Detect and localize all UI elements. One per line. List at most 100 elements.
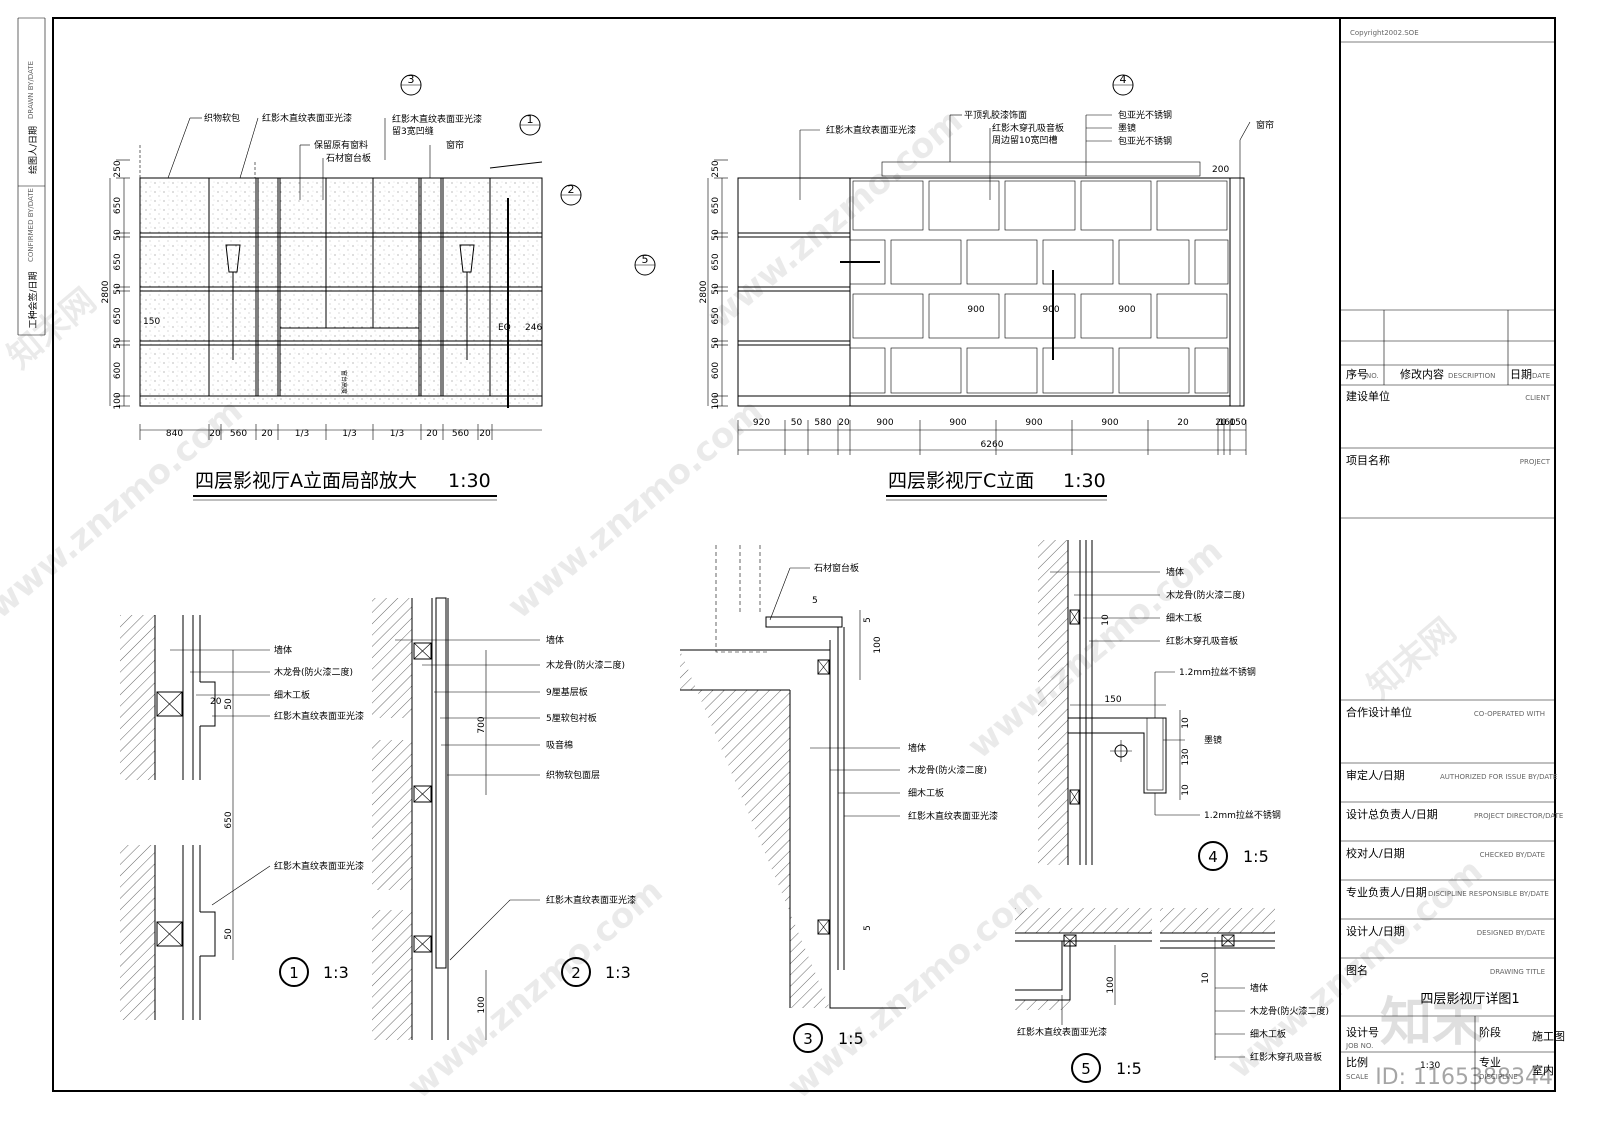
d3-label-finish: 红影木直纹表面亚光漆 [908, 810, 998, 822]
a-height-4: 50 [113, 283, 123, 295]
discipline-label: 专业 [1479, 1055, 1501, 1069]
rev-date: 日期 [1510, 368, 1532, 381]
d3-dim-5c: 5 [863, 925, 873, 931]
watermark-brand-1: 知末网 [0, 281, 104, 377]
callout-3: 3 [408, 73, 415, 86]
d3-label-wall: 墙体 [908, 742, 926, 754]
dim-246: 246 [525, 323, 542, 333]
perforated-panel [1042, 239, 1114, 285]
d2-label-finish: 红影木直纹表面亚光漆 [546, 894, 636, 906]
watermark-url-3: www.znzmo.com [700, 101, 970, 337]
phase-value: 施工图 [1532, 1030, 1565, 1043]
a-width-8: 560 [452, 429, 469, 439]
c-width-1: 50 [791, 418, 803, 428]
c-panel-dim-2: 900 [1042, 305, 1059, 315]
a-width-9: 20 [479, 429, 491, 439]
scale-value: 1:30 [1420, 1061, 1440, 1071]
a-height-3: 650 [113, 253, 123, 270]
c-width-4: 900 [876, 418, 893, 428]
d5-dim-10: 10 [1201, 972, 1211, 984]
authorized-en: AUTHORIZED FOR ISSUE BY/DATE [1440, 773, 1557, 781]
watermark-url-2: www.znzmo.com [500, 391, 770, 627]
label-keep-window: 保留原有窗料 [314, 139, 368, 151]
d1-scale: 1:3 [323, 963, 349, 982]
detail-1: 20 50 650 50 墙体 木龙骨(防火漆二度) 细木工板 红影木直纹表面亚… [120, 615, 364, 1020]
client-en: CLIENT [1525, 394, 1551, 402]
job-no-label: 设计号 [1346, 1026, 1379, 1039]
watermark-id: ID: 1165388344 [1375, 1065, 1553, 1090]
d1-dim-50: 50 [224, 698, 234, 710]
rev-date-en: DATE [1532, 372, 1550, 380]
d2-num: 2 [571, 964, 581, 982]
c-dim-200: 200 [1212, 165, 1229, 175]
perforated-panel [1080, 293, 1152, 339]
drawn-by-cn: 绘图人/日期 [27, 126, 39, 174]
perforated-panel [1156, 293, 1228, 339]
c-callout-4: 4 [1120, 73, 1127, 86]
c-height-8: 100 [711, 392, 721, 409]
c-total-width: 6260 [981, 440, 1004, 450]
d4-label-perforated: 红影木穿孔吸音板 [1166, 635, 1238, 647]
a-height-6: 50 [113, 337, 123, 349]
d2-label-wall: 墙体 [546, 634, 564, 646]
a-height-0: 250 [113, 160, 123, 177]
d4-dim-130: 130 [1181, 748, 1191, 765]
d1-dim-50b: 50 [224, 928, 234, 940]
perforated-panel [1004, 180, 1076, 231]
c-height-3: 650 [711, 253, 721, 270]
d1-label-board: 细木工板 [274, 689, 310, 701]
confirmed-cn: 工种会签/日期 [27, 271, 39, 328]
label-curtain: 窗帘 [446, 139, 464, 151]
c-width-3: 20 [838, 418, 850, 428]
project-label: 项目名称 [1346, 453, 1390, 467]
watermark-url-5: www.znzmo.com [400, 871, 670, 1107]
d3-label-board: 细木工板 [908, 787, 944, 799]
d3-scale: 1:5 [838, 1029, 864, 1048]
perforated-panel [966, 239, 1038, 285]
drawing-title: 四层影视厅详图1 [1420, 992, 1519, 1007]
d1-num: 1 [289, 964, 299, 982]
elevation-c-scale: 1:30 [1063, 470, 1106, 492]
discipline-resp-label: 专业负责人/日期 [1346, 885, 1427, 899]
d2-dim-700: 700 [477, 716, 487, 733]
c-height-6: 50 [711, 337, 721, 349]
height-total: 2800 [101, 280, 111, 303]
elevation-c-title: 四层影视厅C立面 [888, 470, 1034, 492]
detail-4: 150 10 10 130 10 墙体 木龙骨(防火漆二度) 细木工板 红影木穿… [1038, 540, 1281, 871]
designed-label: 设计人/日期 [1346, 925, 1405, 938]
perforated-panel [852, 293, 924, 339]
d2-dim-100: 100 [477, 996, 487, 1013]
a-height-1: 650 [113, 197, 123, 214]
d2-label-5mm: 5厘软包衬板 [546, 712, 597, 724]
scale-en: SCALE [1346, 1073, 1368, 1081]
c-height-total: 2800 [699, 280, 709, 303]
d1-label-finish-2: 红影木直纹表面亚光漆 [274, 860, 364, 872]
watermark-url-1: www.znzmo.com [0, 391, 250, 627]
c-height-4: 50 [711, 283, 721, 295]
c-label-perforated: 红影木穿孔吸音板 [992, 122, 1064, 134]
d3-dim-5b: 5 [863, 617, 873, 623]
c-width-2: 580 [814, 418, 831, 428]
d2-label-keel: 木龙骨(防火漆二度) [546, 659, 625, 671]
d3-label-keel: 木龙骨(防火漆二度) [908, 764, 987, 776]
c-label-stainless: 包亚光不锈钢 [1118, 109, 1172, 121]
d4-label-keel: 木龙骨(防火漆二度) [1166, 589, 1245, 601]
drawing-title-en: DRAWING TITLE [1490, 968, 1545, 976]
rev-desc-en: DESCRIPTION [1448, 372, 1495, 380]
phase-label: 阶段 [1479, 1025, 1501, 1039]
label-redwood: 红影木直纹表面亚光漆 [262, 112, 352, 124]
label-fabric: 织物软包 [204, 112, 240, 124]
d3-dim-5: 5 [812, 596, 818, 606]
c-height-7: 600 [711, 362, 721, 379]
d4-label-mirror: 墨镜 [1204, 734, 1222, 746]
d1-label-finish: 红影木直纹表面亚光漆 [274, 710, 364, 722]
d4-dim-10c: 10 [1181, 784, 1191, 796]
perforated-panel [928, 293, 1000, 339]
a-width-7: 20 [426, 429, 438, 439]
c-label-groove: 周边留10宽凹槽 [992, 134, 1057, 146]
perforated-panel [1118, 347, 1190, 394]
d2-label-9mm: 9厘基层板 [546, 686, 588, 698]
perforated-panel [1194, 347, 1229, 394]
d2-label-fabric: 织物软包面层 [546, 769, 600, 781]
director-en: PROJECT DIRECTOR/DATE [1474, 812, 1563, 820]
